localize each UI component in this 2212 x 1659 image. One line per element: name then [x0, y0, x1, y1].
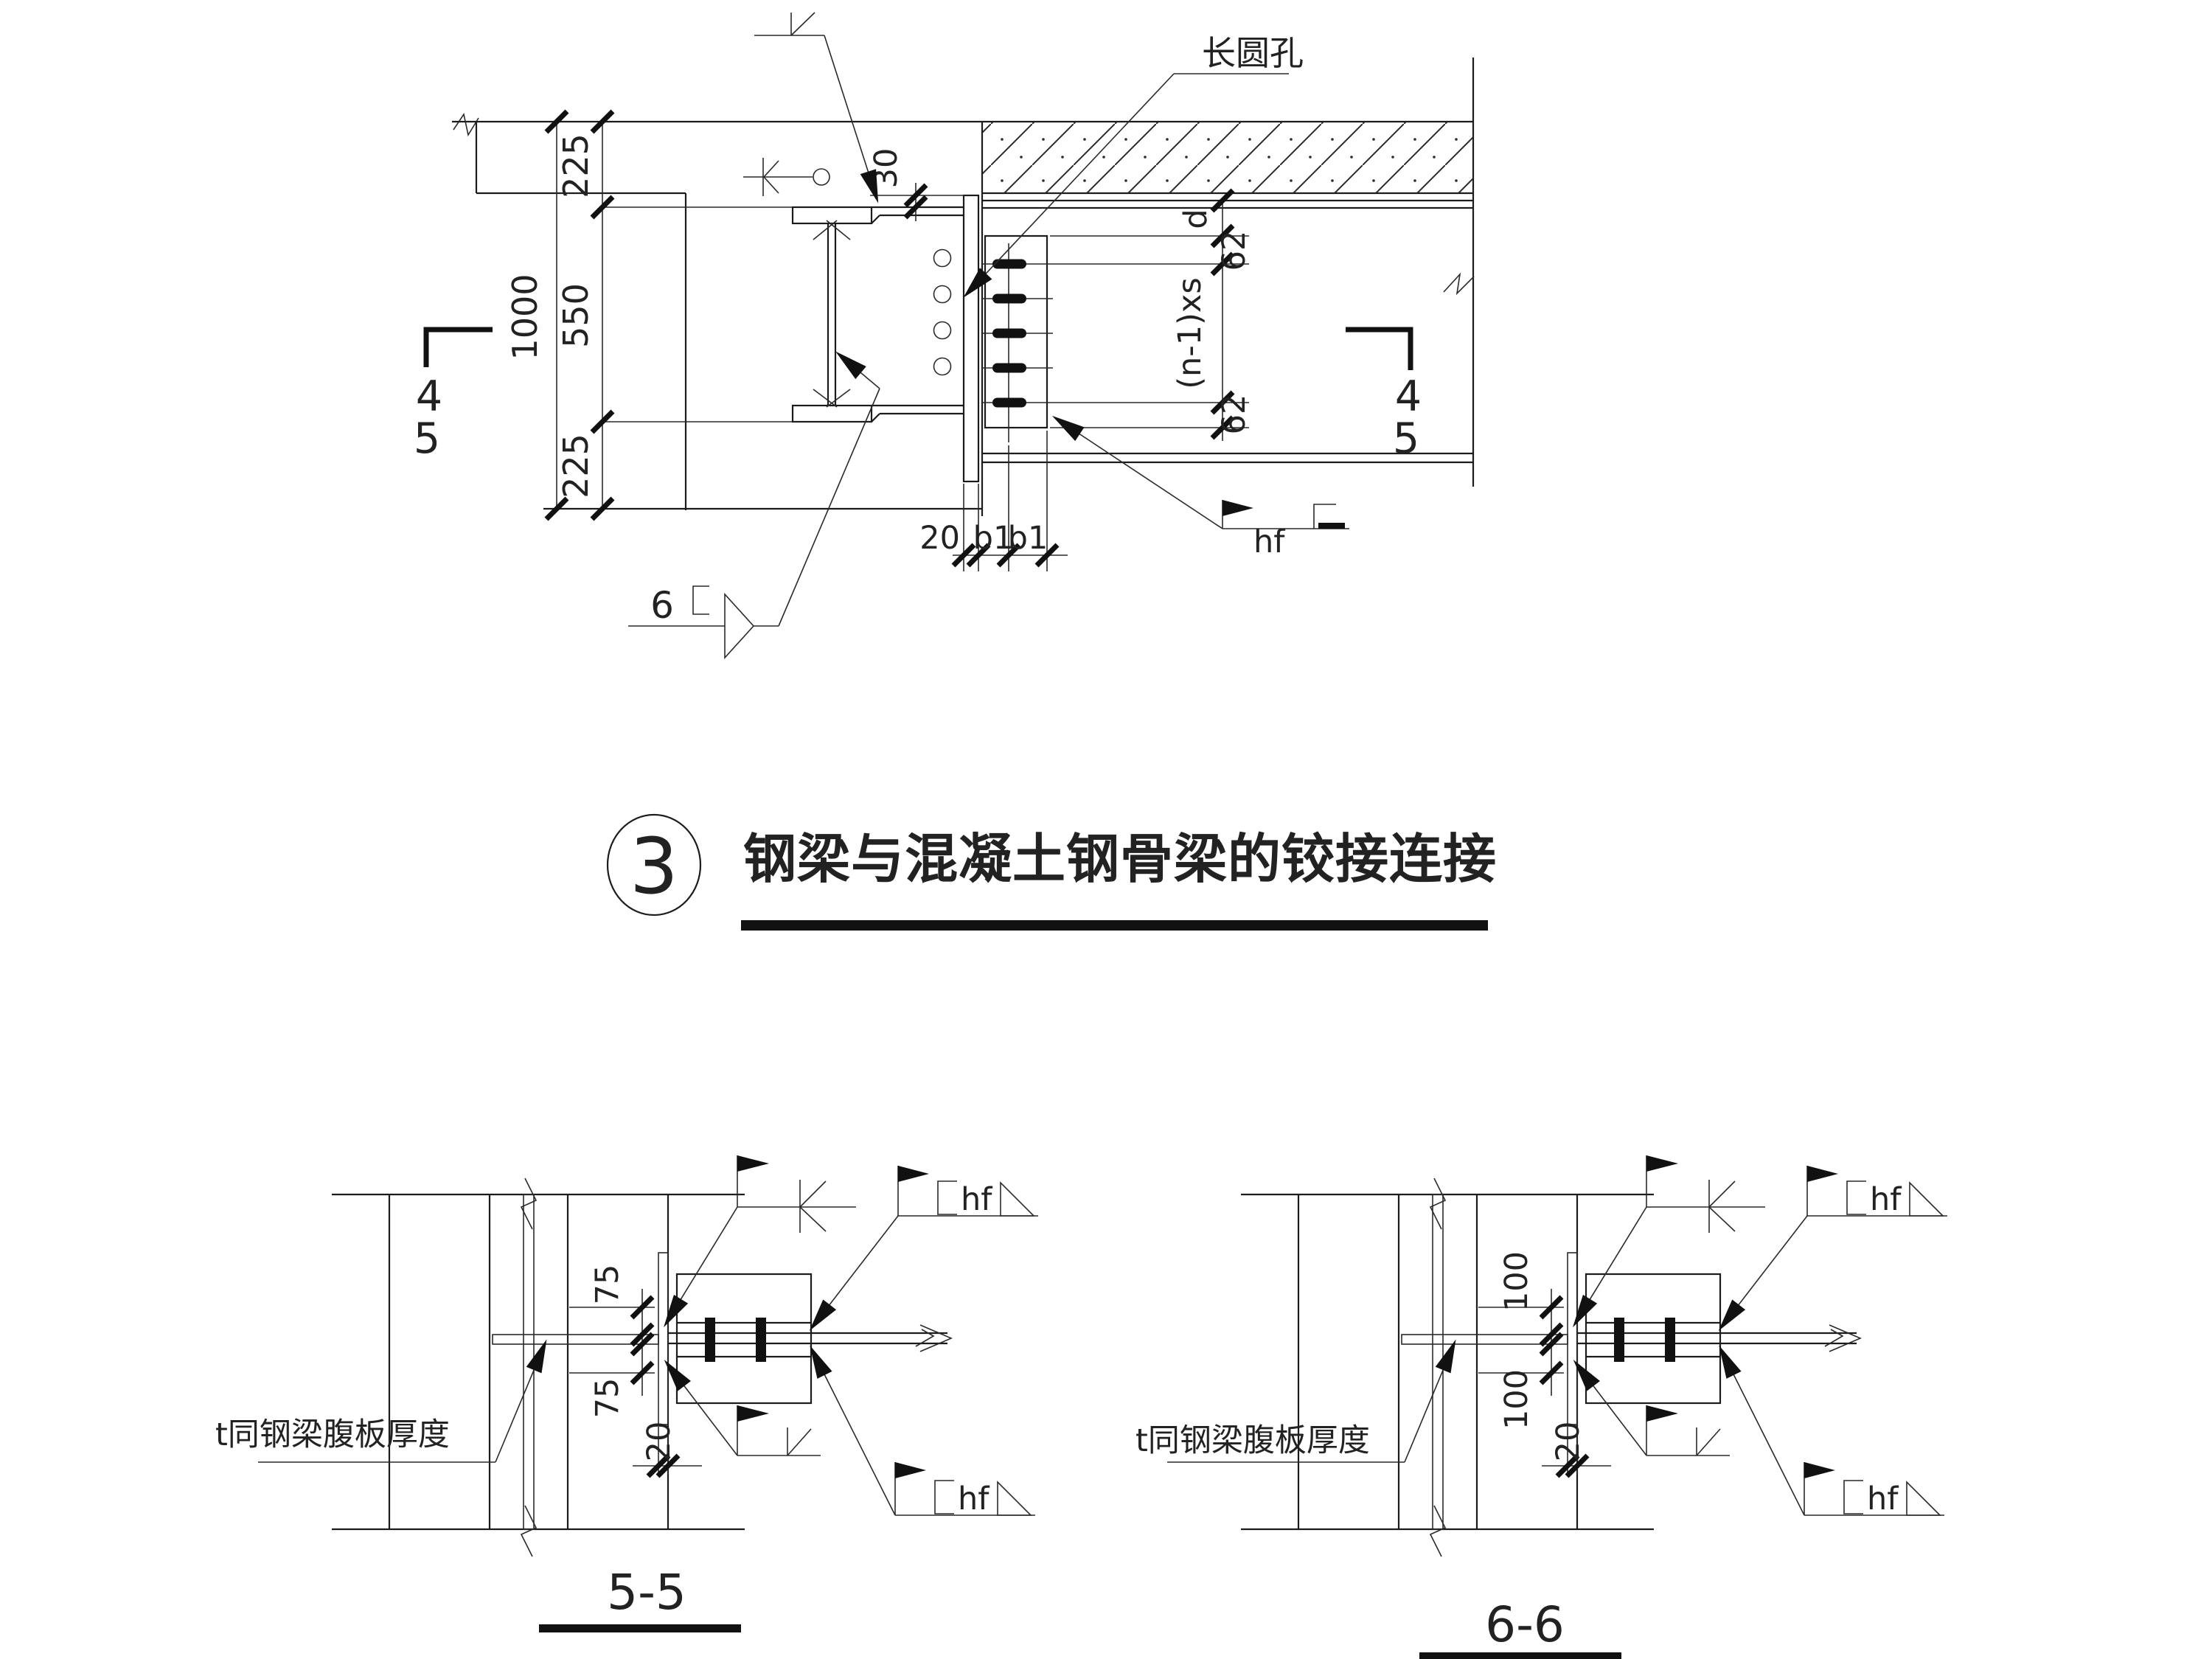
concrete-slab [982, 122, 1473, 193]
bolt-hole [933, 321, 952, 340]
section-number-4: 4 [416, 372, 442, 421]
end-plate [962, 194, 980, 483]
bolt-circle [813, 168, 830, 186]
shear-tab [982, 234, 1053, 442]
weld-hf-top: hf [1870, 1181, 1902, 1218]
dim-62-bottom: 62 [1216, 394, 1253, 435]
dim-75-bottom: 75 [589, 1378, 626, 1419]
title-underline [741, 920, 1488, 931]
field-weld-flag-icon [1222, 500, 1253, 516]
weld-hf-bottom: hf [958, 1481, 990, 1517]
left-dimension-chain: 1000 225 550 225 [505, 111, 793, 519]
section-number-5: 5 [1393, 414, 1419, 463]
dim-30: 30 [868, 148, 905, 189]
dim-d: d [1178, 209, 1214, 229]
title-block: 3 钢梁与混凝土钢骨梁的铰接连接 [606, 813, 1497, 931]
dim-225-top: 225 [556, 133, 596, 198]
dim-100-bottom: 100 [1498, 1369, 1535, 1430]
dim-75-top: 75 [589, 1265, 626, 1305]
dim-20: 20 [919, 520, 960, 557]
dim-550: 550 [556, 283, 596, 348]
section-title-underline [1419, 1652, 1621, 1659]
bolt-hole [933, 248, 952, 268]
section-5-5: 75 75 20 t同钢梁腹板厚度 hf hf 5-5 [215, 1155, 1038, 1632]
section-title-underline [539, 1624, 741, 1632]
weld-symbol-top [754, 12, 879, 204]
section-marker-6: 6 [628, 351, 880, 660]
dim-b1-left: b1 [973, 520, 1014, 557]
section-number-4: 4 [1395, 372, 1422, 421]
section-6-6: 100 100 20 t同钢梁腹板厚度 hf hf 6-6 [1135, 1155, 1947, 1659]
dim-20: 20 [641, 1422, 678, 1462]
dim-bolt-spacing: (n-1)xs [1172, 277, 1208, 389]
dim-b1-right: b1 [1008, 520, 1048, 557]
drawing-title: 钢梁与混凝土钢骨梁的铰接连接 [743, 828, 1497, 890]
section-arrow-icon [724, 592, 755, 660]
top-detail: 1000 225 550 225 [414, 12, 1475, 660]
section-marker-45-left: 4 5 [414, 327, 493, 463]
bolt-hole [933, 285, 952, 304]
weld-hf-bottom: hf [1867, 1481, 1899, 1517]
weld-size-label: hf [1253, 524, 1285, 560]
steel-beam-i-section [791, 206, 964, 423]
dim-30-group: 30 [868, 148, 964, 221]
slotted-bolts [982, 259, 1053, 408]
web-thickness-note: t同钢梁腹板厚度 [215, 1416, 450, 1453]
section-marker-45-right: 4 5 [1346, 327, 1422, 463]
section-number-5: 5 [414, 414, 440, 463]
section-title-5-5: 5-5 [607, 1564, 686, 1621]
bottom-dimension-chain: 20 b1 b1 [919, 431, 1068, 571]
bolt-hole [933, 357, 952, 376]
section-title-6-6: 6-6 [1485, 1596, 1565, 1653]
dim-62-top: 62 [1216, 231, 1253, 271]
web-thickness-note: t同钢梁腹板厚度 [1135, 1422, 1370, 1459]
site-weld-symbol [743, 158, 830, 196]
weld-hf-top: hf [961, 1181, 992, 1218]
bracket-icon [692, 585, 709, 615]
section-number-6: 6 [650, 584, 674, 627]
detail-number-circle [606, 813, 702, 917]
dim-20: 20 [1550, 1422, 1587, 1462]
dim-1000: 1000 [505, 274, 545, 360]
break-symbol [1443, 272, 1475, 296]
dim-225-bottom: 225 [556, 434, 596, 498]
slot-hole-callout: 长圆孔 [963, 33, 1304, 298]
right-dimension-chain: d 62 (n-1)xs 62 [1050, 190, 1253, 441]
break-symbol [453, 112, 479, 137]
detail-number: 3 [630, 821, 678, 911]
slot-hole-label: 长圆孔 [1202, 33, 1304, 73]
weld-symbol-hf: hf [1051, 415, 1349, 560]
dim-100-top: 100 [1498, 1251, 1535, 1312]
